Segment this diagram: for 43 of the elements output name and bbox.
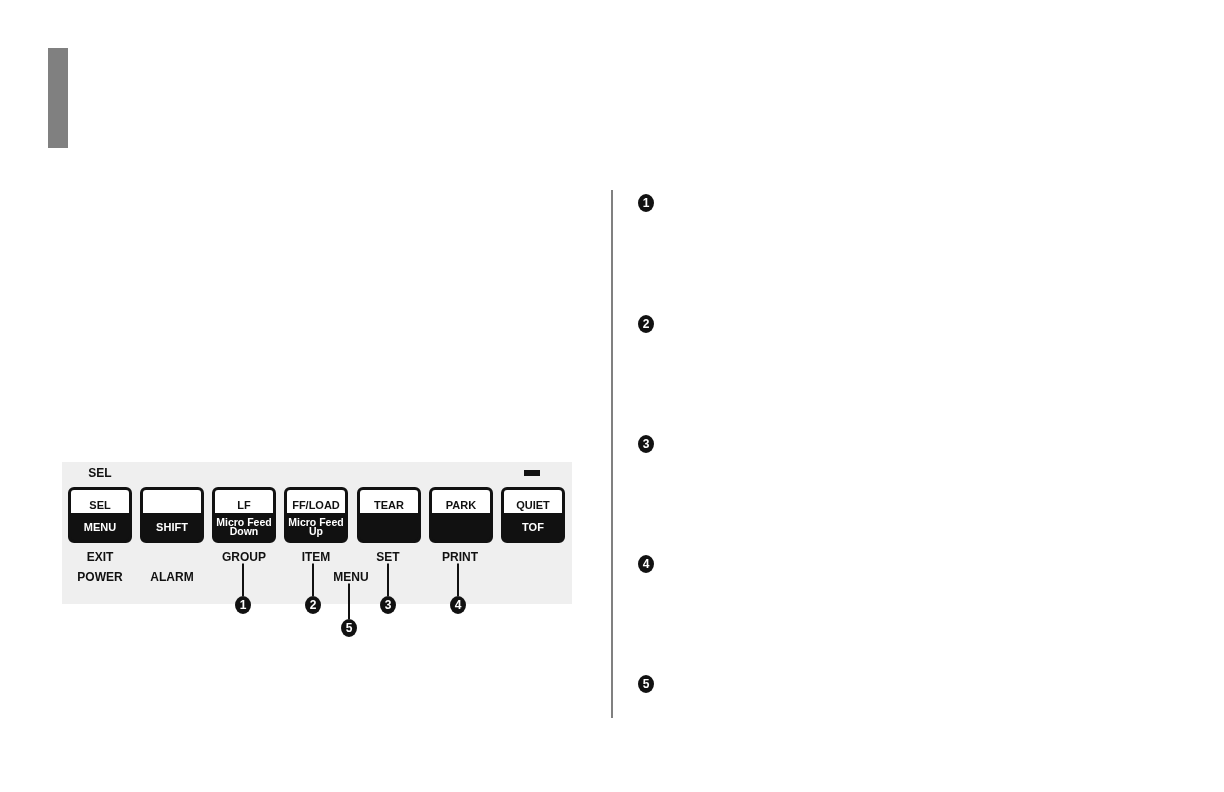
leader-line xyxy=(457,562,459,597)
panel-key xyxy=(429,487,493,543)
callout-number: 4 xyxy=(450,596,466,614)
key-label: QUIET xyxy=(516,499,550,511)
callout-number: 2 xyxy=(638,315,654,333)
key-label: Micro Feed Up xyxy=(288,517,344,537)
key-label: SEL xyxy=(89,499,111,511)
leader-line xyxy=(312,562,314,597)
callout-number: 2 xyxy=(305,596,321,614)
callout-number: 1 xyxy=(638,194,654,212)
callout-number: 5 xyxy=(638,675,654,693)
leader-line xyxy=(242,562,244,597)
key-label: TEAR xyxy=(374,499,404,511)
indicator-label: SEL xyxy=(88,466,112,480)
panel-key xyxy=(357,487,421,543)
key-label: TOF xyxy=(522,521,544,533)
callout-number: 5 xyxy=(341,619,357,637)
callout-number: 1 xyxy=(235,596,251,614)
callout-number: 3 xyxy=(380,596,396,614)
function-label: ALARM xyxy=(150,570,194,584)
key-label: PARK xyxy=(445,499,477,511)
section-tab xyxy=(48,48,68,148)
function-label: SET xyxy=(376,550,400,564)
key-label: SHIFT xyxy=(156,521,188,533)
key-label: FF/LOAD xyxy=(292,499,340,511)
panel-key xyxy=(284,487,348,543)
function-label: POWER xyxy=(77,570,123,584)
function-label: ITEM xyxy=(301,550,331,564)
panel-key xyxy=(140,487,204,543)
panel-key xyxy=(68,487,132,543)
leader-line xyxy=(348,582,350,620)
panel-key xyxy=(212,487,276,543)
key-label: LF xyxy=(237,499,251,511)
panel-key xyxy=(501,487,565,543)
function-label: PRINT xyxy=(442,550,478,564)
callout-number: 3 xyxy=(638,435,654,453)
function-label: GROUP xyxy=(222,550,266,564)
key-label: Micro Feed Down xyxy=(216,517,272,537)
leader-line xyxy=(387,562,389,597)
function-label: EXIT xyxy=(86,550,114,564)
function-label: MENU xyxy=(333,570,369,584)
key-label: MENU xyxy=(83,521,117,533)
callout-number: 4 xyxy=(638,555,654,573)
